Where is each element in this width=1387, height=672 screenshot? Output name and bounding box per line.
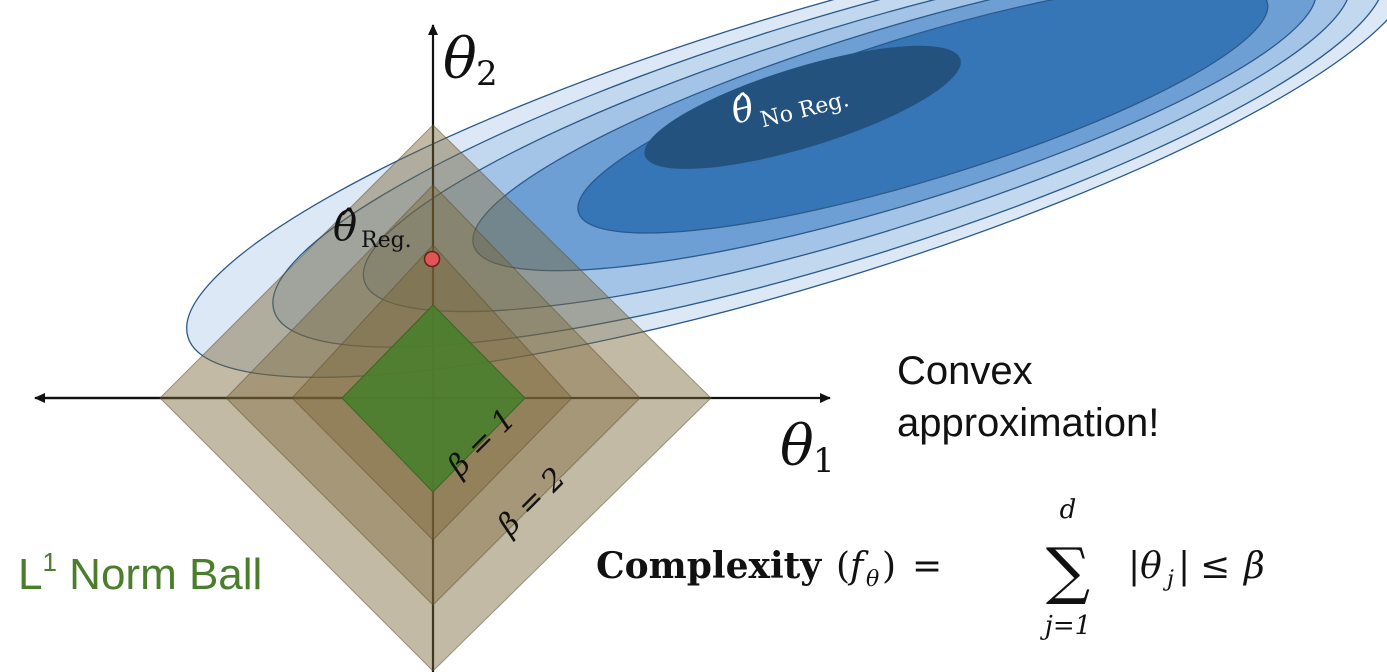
sum-lower-limit: j=1 bbox=[1040, 611, 1091, 641]
y-axis-label: θ bbox=[443, 27, 477, 92]
formula-close-paren: ) bbox=[882, 546, 896, 587]
ball-label-suffix: Norm Ball bbox=[56, 550, 263, 599]
note-line-1: Convex bbox=[897, 349, 1033, 393]
ball-label-prefix: L bbox=[18, 550, 43, 599]
complexity-formula: Complexity ( f θ ) = d ∑ j=1 |θ j | ≤ β bbox=[596, 495, 1265, 641]
formula-open-paren: ( bbox=[836, 546, 850, 587]
reg-theta-hat: θ̂ bbox=[333, 204, 357, 250]
formula-equals: = bbox=[912, 546, 942, 587]
l1-ball-beta-1 bbox=[341, 304, 526, 493]
formula-f-sub: θ bbox=[866, 567, 879, 592]
l1-norm-ball-label: L1 Norm Ball bbox=[18, 547, 262, 600]
loss-contours bbox=[186, 0, 1387, 378]
x-axis-label-sub: 1 bbox=[813, 441, 835, 481]
convex-approximation-note: Convex approximation! bbox=[897, 345, 1159, 449]
note-line-2: approximation! bbox=[897, 401, 1160, 445]
y-axis-label-sub: 2 bbox=[476, 54, 498, 94]
loss-contour-5 bbox=[577, 0, 1269, 234]
sum-upper-limit: d bbox=[1060, 495, 1077, 525]
loss-contour-minimum bbox=[644, 45, 961, 169]
formula-beta: β bbox=[1242, 546, 1265, 587]
formula-term: |θ bbox=[1128, 546, 1162, 587]
formula-name: Complexity bbox=[596, 545, 822, 587]
reg-subscript: Reg. bbox=[361, 228, 412, 253]
formula-term-end: | bbox=[1178, 546, 1190, 587]
reg-estimate-point bbox=[423, 250, 441, 268]
formula-leq: ≤ bbox=[1200, 546, 1230, 587]
x-axis-label: θ bbox=[780, 414, 814, 479]
formula-term-sub: j bbox=[1162, 567, 1174, 592]
sum-sigma: ∑ bbox=[1046, 534, 1090, 607]
ball-label-sup: 1 bbox=[42, 547, 57, 577]
